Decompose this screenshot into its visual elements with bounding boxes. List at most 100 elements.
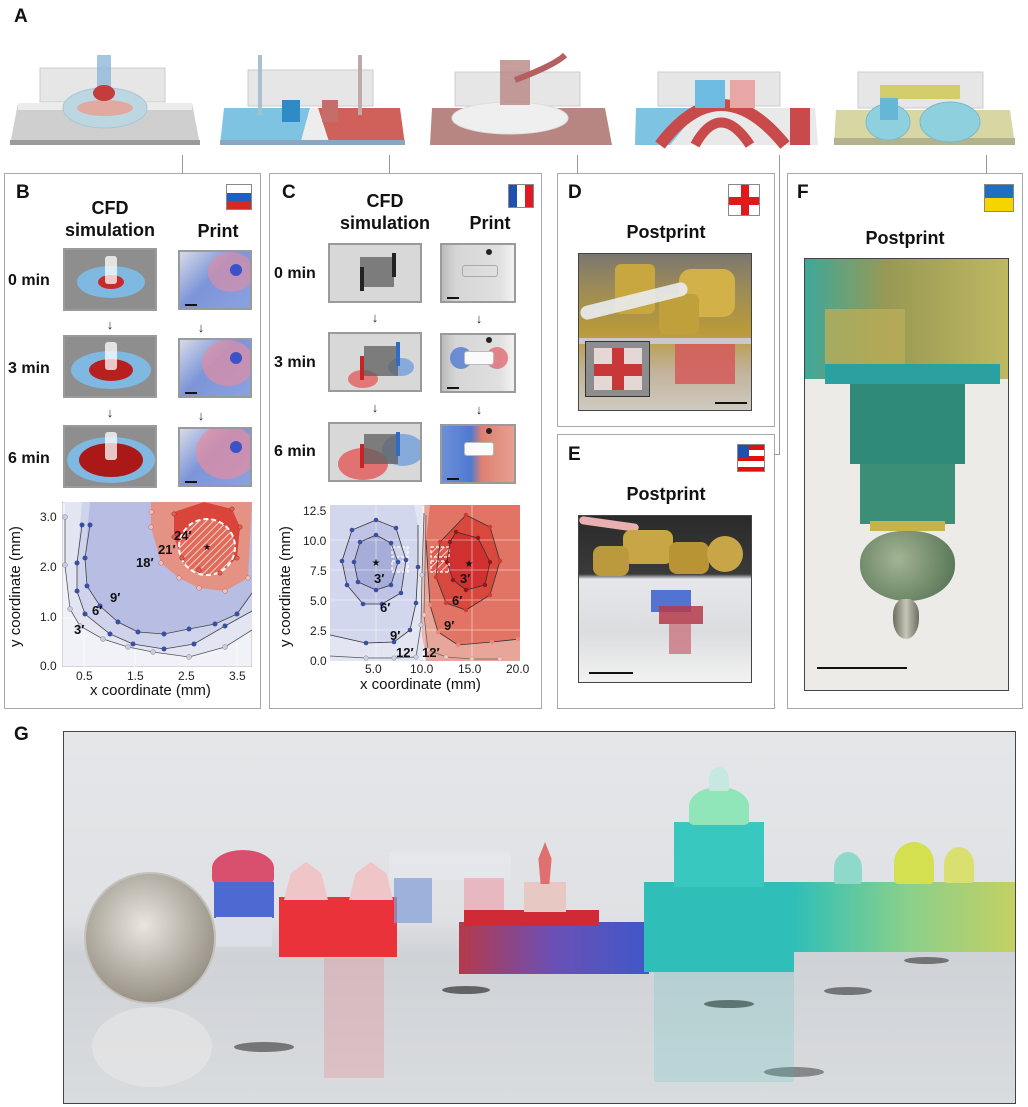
- c-contour-plot: ★ ★: [329, 504, 521, 662]
- b-time-3: 3 min: [8, 360, 50, 377]
- c-time-0: 0 min: [274, 265, 316, 282]
- france-flag-icon: [508, 184, 534, 208]
- c-print-thumb-6min: [440, 424, 516, 484]
- scale-bar: [185, 304, 197, 306]
- c-xtick-1: 10.0: [410, 662, 434, 676]
- capitol-model: [459, 922, 649, 974]
- b-time-0: 0 min: [8, 272, 50, 289]
- yellow-green-complex-model: [794, 882, 1015, 952]
- b-time-6: 6 min: [8, 450, 50, 467]
- c-label-red-6: 6′: [452, 593, 463, 608]
- c-ytick-5: 12.5: [303, 504, 327, 518]
- b-contour-plot: ★: [61, 501, 253, 668]
- c-arrow-cfd-2: ↓: [371, 400, 379, 415]
- scale-bar: [817, 667, 907, 669]
- g-photo-landmarks: [63, 731, 1016, 1104]
- b-arrow-print-1: ↓: [197, 320, 205, 335]
- panel-letter-g: G: [14, 724, 29, 745]
- c-label-blue-12: 12′: [396, 645, 414, 660]
- connector-a-c: [389, 155, 390, 175]
- panel-letter-d: D: [568, 182, 582, 203]
- onion-dome-model: [212, 850, 274, 886]
- b-label-18: 18′: [136, 555, 154, 570]
- d-inset-cross: [585, 341, 650, 397]
- svg-text:★: ★: [372, 558, 381, 569]
- svg-text:★: ★: [465, 559, 474, 570]
- render-arc-nozzle: [430, 52, 612, 145]
- england-flag-icon: [728, 184, 760, 216]
- c-ytick-2: 5.0: [310, 594, 327, 608]
- f-photo-spire: [804, 258, 1009, 691]
- b-arrow-cfd-1: ↓: [106, 317, 114, 332]
- svg-text:★: ★: [203, 542, 211, 552]
- b-print-thumb-3min: [178, 338, 252, 398]
- russia-flag-icon: [226, 184, 252, 210]
- panel-letter-a: A: [14, 6, 28, 27]
- scale-bar: [185, 481, 197, 483]
- panel-letter-f: F: [797, 182, 809, 203]
- c-cfd-thumb-0min: [328, 243, 422, 303]
- b-cfd-thumb-6min: [63, 425, 157, 488]
- b-label-6: 6′: [92, 603, 103, 618]
- d-photo-printhead: [578, 253, 752, 411]
- usa-flag-icon: [737, 444, 765, 472]
- connector-a-f: [986, 155, 987, 175]
- panel-a-renders: [0, 30, 1028, 150]
- e-photo-printhead: [578, 515, 752, 683]
- b-ytick-2: 2.0: [40, 560, 57, 574]
- c-label-red-12: 12′: [422, 645, 440, 660]
- c-arrow-print-1: ↓: [475, 311, 483, 326]
- device-renders-illustration: [10, 52, 1015, 149]
- ukraine-flag-icon: [984, 184, 1014, 212]
- c-ylabel: y coordinate (mm): [276, 526, 294, 647]
- scale-bar: [589, 672, 633, 674]
- b-cfd-thumb-0min: [63, 248, 157, 311]
- panel-letter-b: B: [16, 182, 30, 203]
- b-cfd-line1: CFD: [91, 198, 129, 218]
- render-multi-arc: [635, 71, 818, 149]
- c-arrow-print-2: ↓: [475, 402, 483, 417]
- red-building-model: [279, 897, 397, 957]
- dime-coin: [84, 872, 216, 1004]
- b-label-9: 9′: [110, 590, 121, 605]
- b-ytick-1: 1.0: [40, 610, 57, 624]
- scale-bar: [447, 478, 459, 480]
- render-dual-nozzle: [220, 55, 405, 145]
- b-print-thumb-0min: [178, 250, 252, 310]
- b-label-21: 21′: [158, 542, 176, 557]
- scale-bar: [715, 402, 747, 404]
- c-ytick-1: 2.5: [310, 624, 327, 638]
- scale-bar: [447, 297, 459, 299]
- b-xtick-1: 1.5: [127, 669, 144, 683]
- render-single-nozzle: [10, 55, 200, 145]
- b-label-3: 3′: [74, 622, 85, 637]
- b-col-print-header: Print: [197, 221, 239, 241]
- b-ylabel: y coordinate (mm): [6, 526, 24, 647]
- c-ytick-0: 0.0: [310, 654, 327, 668]
- green-cathedral-model: [644, 882, 794, 972]
- c-label-blue-6: 6′: [380, 600, 391, 615]
- b-col-cfd-header: CFD simulation: [60, 197, 160, 241]
- c-arrow-cfd-1: ↓: [371, 310, 379, 325]
- arch-model: [389, 852, 511, 880]
- panel-letter-e: E: [568, 444, 581, 465]
- panel-letter-c: C: [282, 182, 296, 203]
- c-xlabel: x coordinate (mm): [360, 676, 481, 693]
- c-col-print-header: Print: [469, 213, 511, 233]
- b-xtick-0: 0.5: [76, 669, 93, 683]
- b-xtick-3: 3.5: [229, 669, 246, 683]
- render-twin-well: [834, 71, 1015, 145]
- c-cfd-thumb-3min: [328, 332, 422, 392]
- c-xtick-3: 20.0: [506, 662, 530, 676]
- b-cfd-line2: simulation: [64, 220, 155, 240]
- connector-a-e: [779, 155, 780, 455]
- f-title: Postprint: [865, 228, 945, 248]
- connector-a-b: [182, 155, 183, 175]
- b-xlabel: x coordinate (mm): [90, 682, 211, 699]
- c-contour-chart: ★ ★ 3′ 6′ 9′ 12′: [329, 504, 521, 662]
- c-ytick-3: 7.5: [310, 564, 327, 578]
- b-print-thumb-6min: [178, 427, 252, 487]
- c-label-blue-3: 3′: [374, 571, 385, 586]
- b-arrow-print-2: ↓: [197, 408, 205, 423]
- c-time-6: 6 min: [274, 443, 316, 460]
